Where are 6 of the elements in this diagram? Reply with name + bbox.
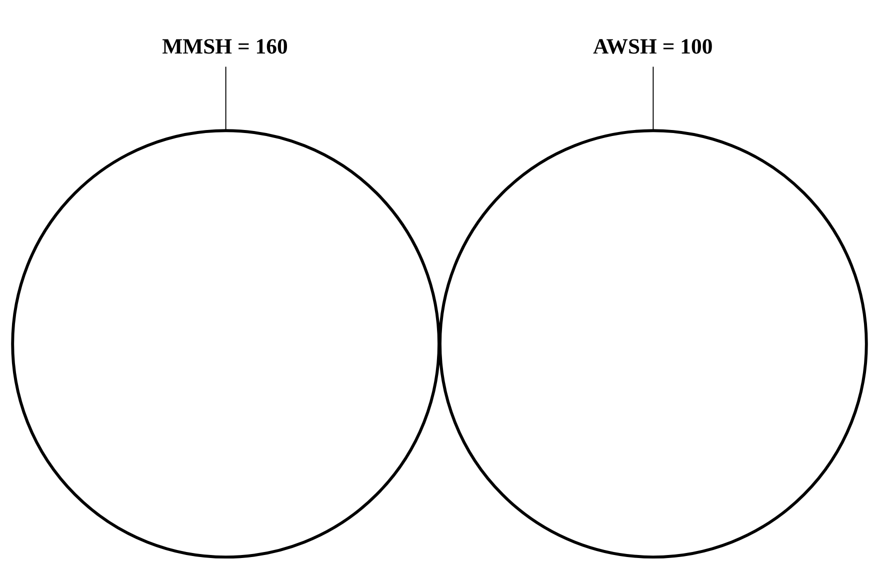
- connector: [652, 66, 654, 131]
- connector: [225, 66, 226, 131]
- node-circle: [11, 128, 440, 558]
- node-text: AWSH = 100: [592, 34, 713, 58]
- node-text: MMSH = 160: [162, 34, 288, 58]
- node-circle: [438, 128, 868, 558]
